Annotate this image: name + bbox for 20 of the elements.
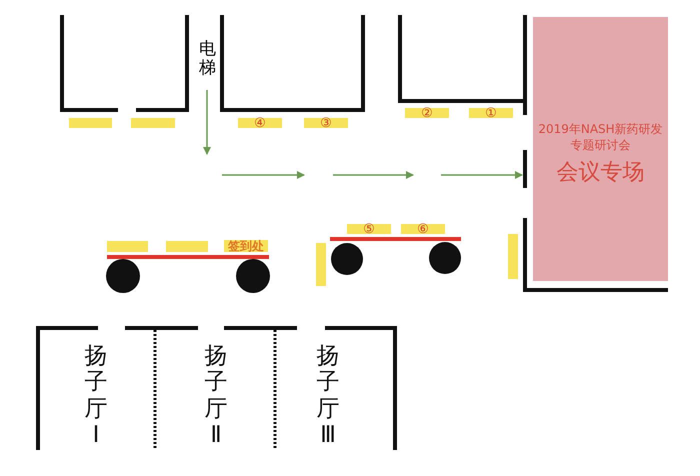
hall-label: 扬子厅Ⅱ — [204, 343, 228, 453]
elevator-label: 电梯 — [199, 40, 216, 78]
booth-table — [166, 241, 208, 252]
hall-label: 扬子厅Ⅲ — [316, 343, 340, 453]
booth-table — [107, 241, 148, 252]
booth-table: ② — [405, 108, 449, 118]
booth-table: ③ — [304, 118, 348, 128]
booth-table: ⑤ — [347, 224, 391, 234]
event-title: 2019年NASH新药研发专题研讨会 — [537, 121, 664, 153]
booth-table — [508, 234, 518, 279]
booth-table — [131, 118, 175, 128]
booth-table: 签到处 — [224, 240, 268, 252]
booth-table: ④ — [238, 118, 282, 128]
venue-heading: 会议专场 — [556, 159, 644, 187]
booth-table — [316, 243, 326, 286]
venue-area — [533, 17, 668, 281]
hall-label: 扬子厅Ⅰ — [84, 343, 108, 453]
booth-table: ⑥ — [401, 224, 445, 234]
booth-table: ① — [469, 108, 513, 118]
booth-table — [69, 118, 112, 128]
